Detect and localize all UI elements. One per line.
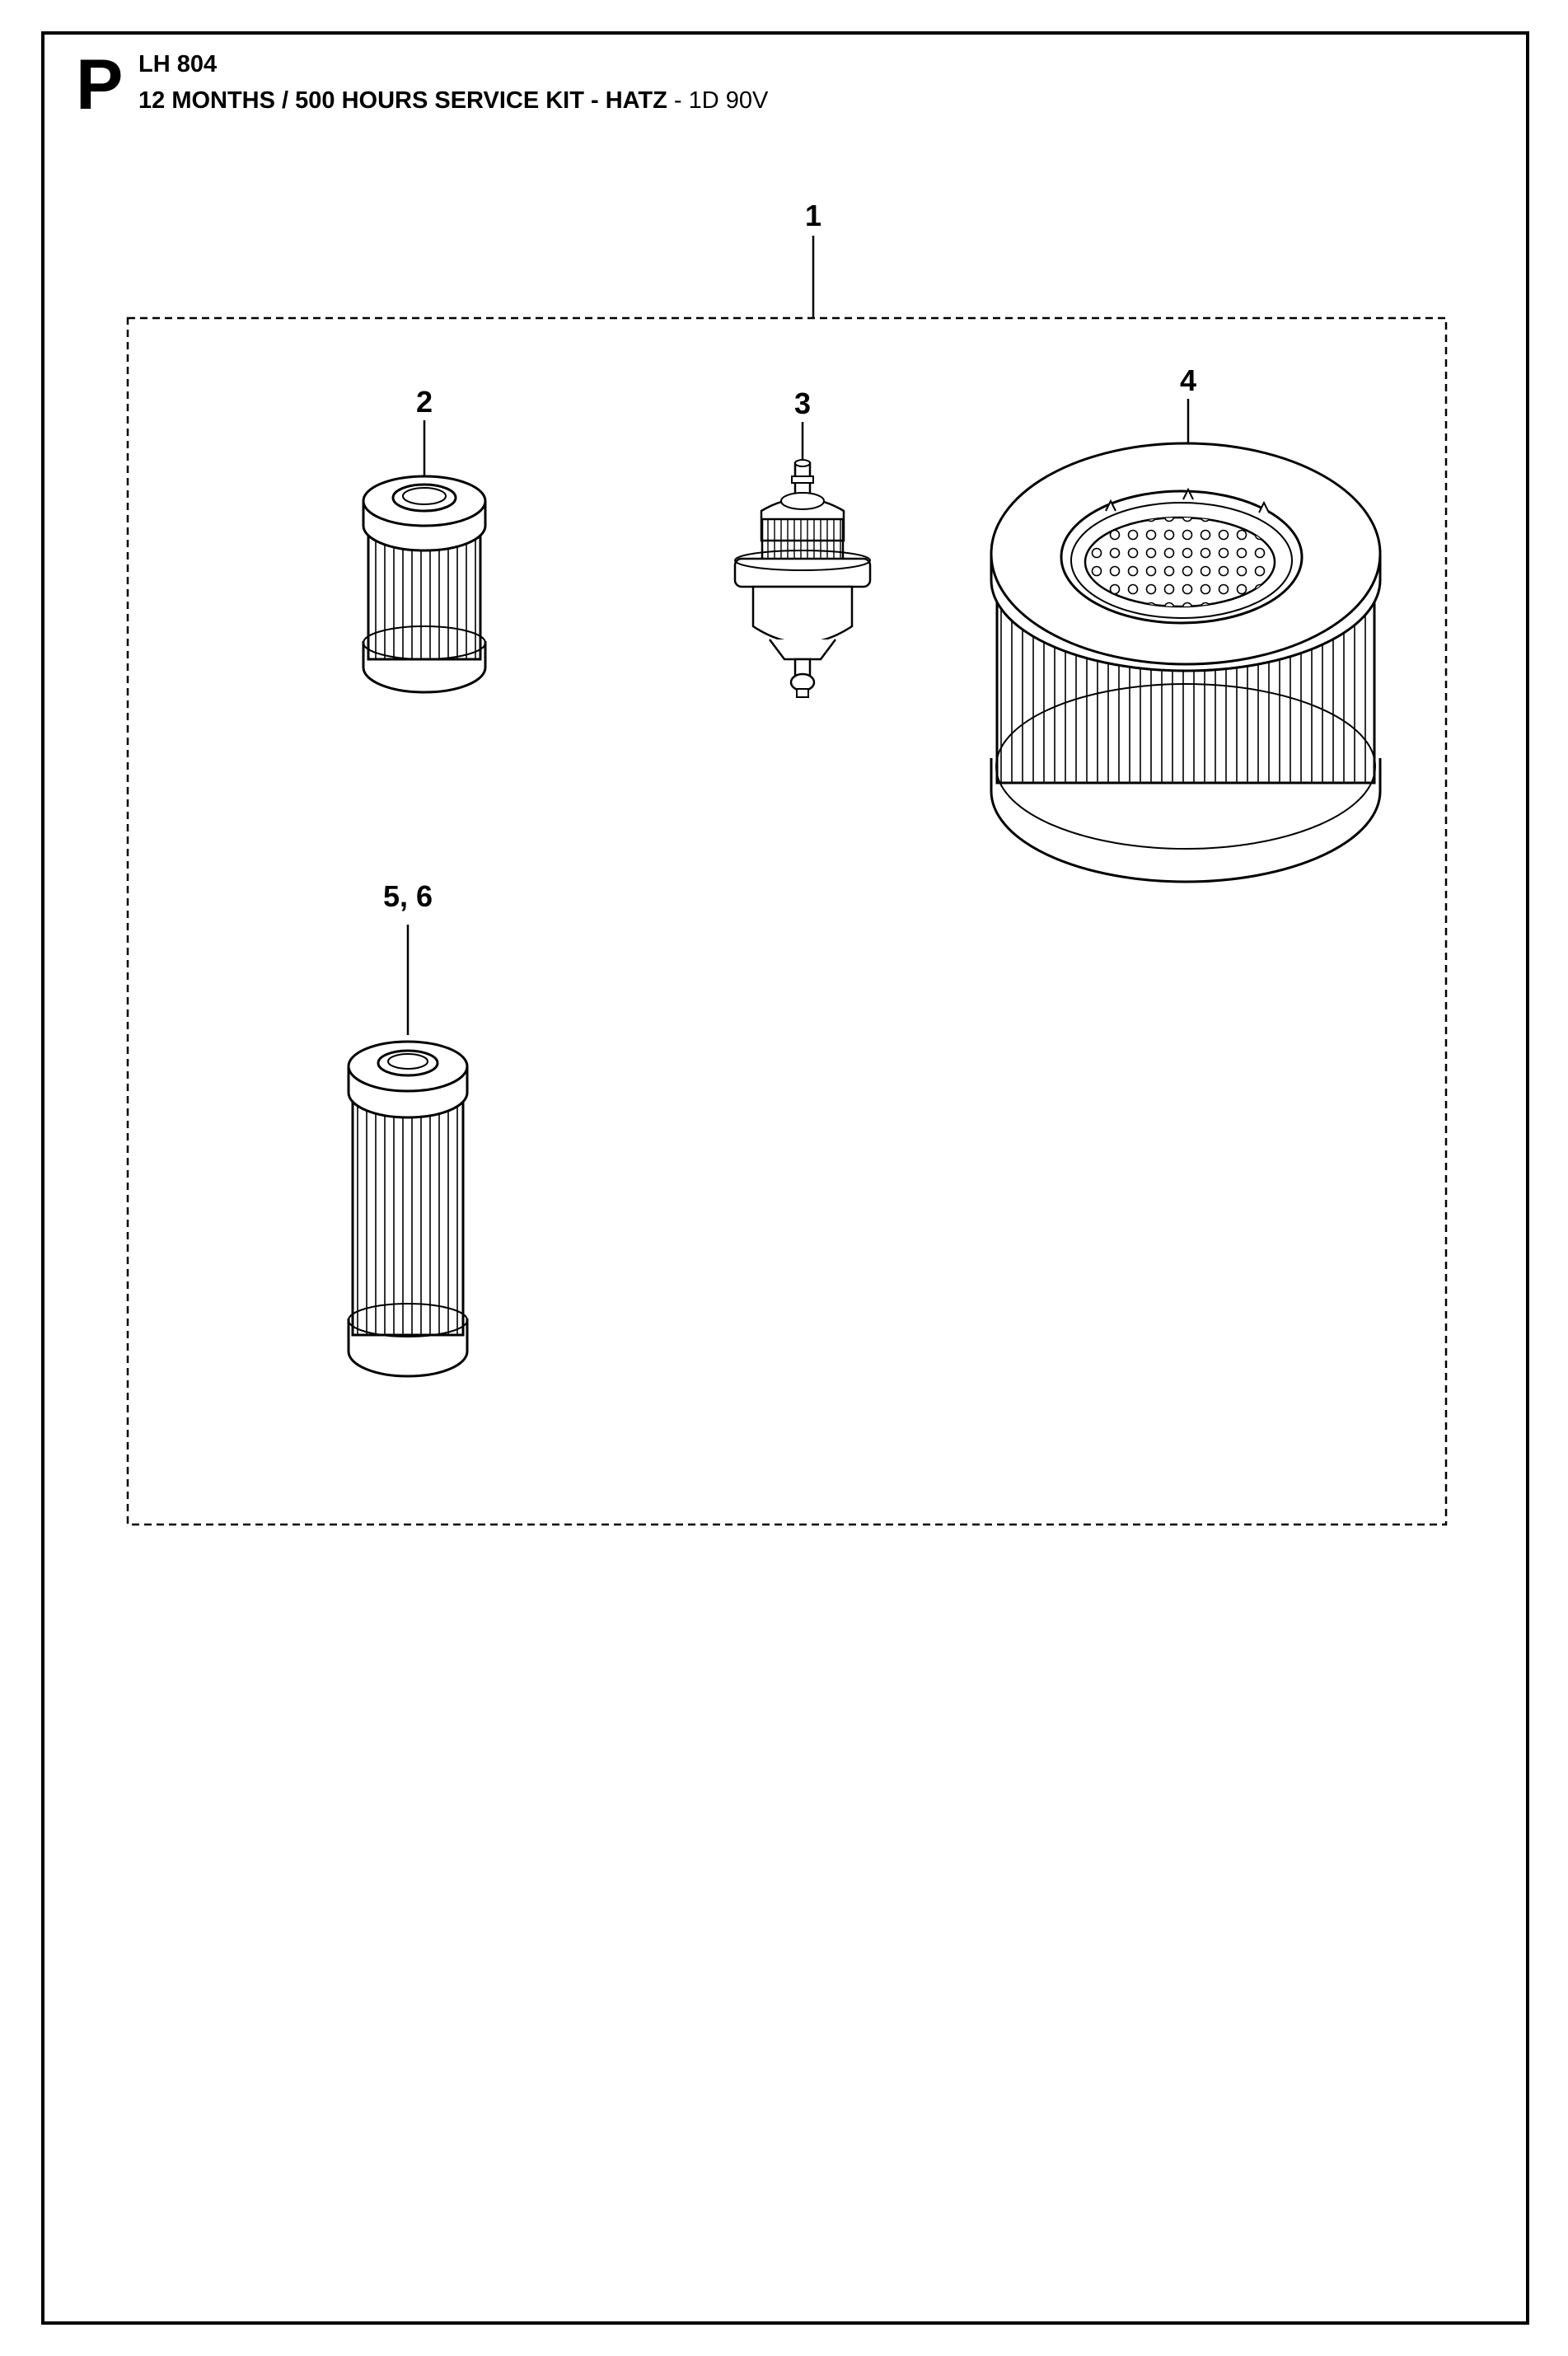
callout-4: 4 xyxy=(1180,363,1196,397)
air-filter-drawing: 4 xyxy=(990,363,1382,883)
callout-1: 1 xyxy=(805,199,821,232)
oil-filter-drawing: 2 xyxy=(362,385,487,694)
diagram-title: 12 MONTHS / 500 HOURS SERVICE KIT - HATZ… xyxy=(138,89,768,113)
callout-5-6: 5, 6 xyxy=(383,879,433,913)
section-letter: P xyxy=(76,45,124,124)
title-bold-part: 12 MONTHS / 500 HOURS SERVICE KIT - HATZ xyxy=(138,87,667,114)
page-frame xyxy=(41,31,1529,2325)
callout-2: 2 xyxy=(416,385,433,419)
callout-3: 3 xyxy=(794,386,811,420)
cartridge-filter-drawing: 5, 6 xyxy=(347,879,469,1378)
model-number: LH 804 xyxy=(138,51,218,77)
title-separator: - xyxy=(667,87,689,114)
kit-boundary xyxy=(126,316,1448,1526)
fuel-filter-drawing: 3 xyxy=(733,386,872,698)
title-engine-model: 1D 90V xyxy=(688,87,769,114)
